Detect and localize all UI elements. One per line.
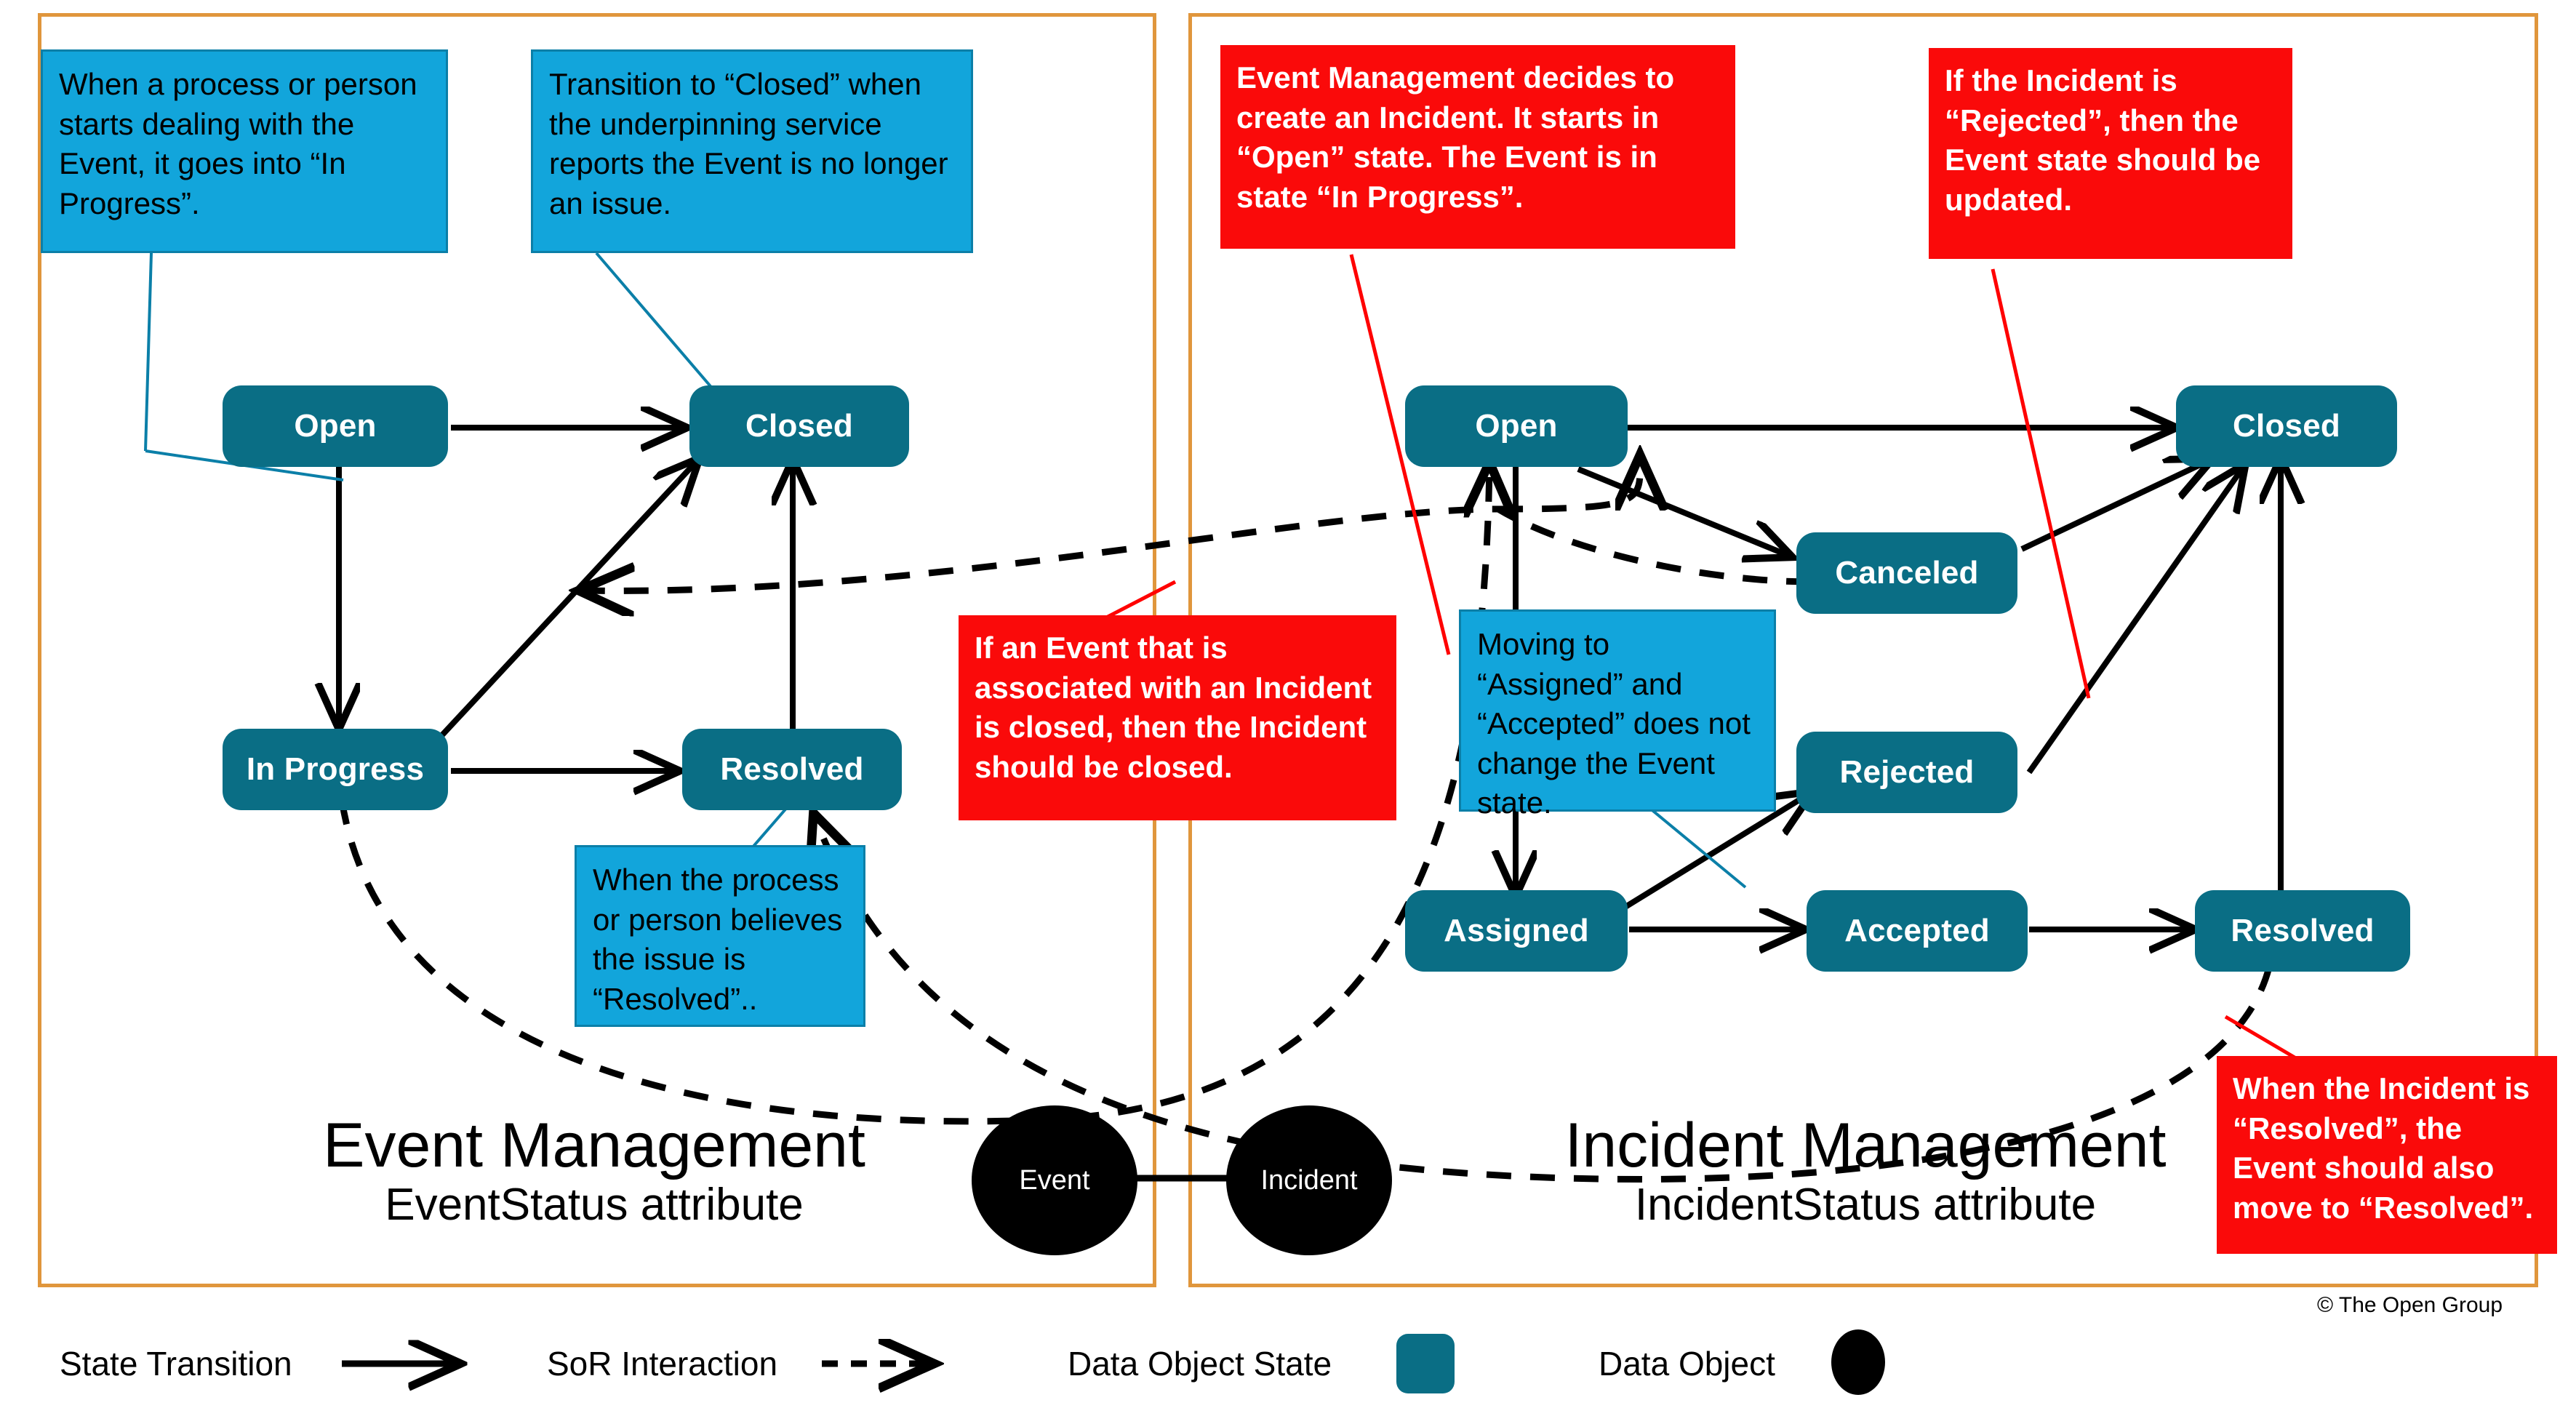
leader-ev-note-2	[595, 252, 729, 407]
leader-in-note-red-1	[1349, 254, 1451, 655]
state-label: Open	[294, 408, 377, 444]
state-label: Assigned	[1444, 913, 1589, 948]
transition-in-open-to-canceled	[1577, 466, 1791, 556]
transition-in-rejected-to-closed	[2026, 465, 2244, 775]
transition-in-canceled-to-closed	[2020, 460, 2211, 552]
legend-item-sor-interaction: SoR Interaction	[547, 1344, 777, 1383]
data-object-incident[interactable]: Incident	[1226, 1105, 1392, 1255]
rounded-rect-icon	[1396, 1334, 1455, 1393]
leader-in-note-blue-1	[1644, 803, 1747, 889]
transition-in-assigned-to-rejected	[1620, 793, 1811, 912]
event-transitions	[339, 428, 793, 771]
callout-incident-note-red-4: When the Incident is “Resolved”, the Eve…	[2217, 1056, 2557, 1254]
legend-label-text: Data Object State	[1068, 1345, 1332, 1383]
data-object-label: Incident	[1260, 1164, 1358, 1196]
state-event-in-progress[interactable]: In Progress	[223, 729, 448, 810]
callout-text: Event Management decides to create an In…	[1236, 60, 1675, 214]
state-label: Open	[1475, 408, 1558, 444]
sor-in-canceled-to-ev-closed	[582, 505, 1812, 591]
state-label: Closed	[745, 408, 853, 444]
callout-incident-note-red-1: Event Management decides to create an In…	[1220, 45, 1735, 249]
state-event-resolved[interactable]: Resolved	[682, 729, 902, 810]
callout-text: Transition to “Closed” when the underpin…	[549, 67, 948, 220]
state-event-closed[interactable]: Closed	[689, 385, 909, 467]
leader-in-note-red-4	[2224, 1015, 2301, 1063]
callout-event-note-3: When the process or person believes the …	[575, 845, 865, 1027]
legend-item-state-transition: State Transition	[60, 1344, 292, 1383]
state-incident-accepted[interactable]: Accepted	[1807, 890, 2028, 972]
legend-item-data-object: Data Object	[1599, 1344, 1775, 1383]
transition-ev-inprogress-to-closed	[427, 460, 698, 751]
page-title-event: Event Management	[323, 1111, 865, 1180]
sor-open-hook	[1497, 458, 1640, 513]
legend-label-text: Data Object	[1599, 1345, 1775, 1383]
state-label: Resolved	[720, 751, 864, 787]
state-label: Accepted	[1844, 913, 1990, 948]
callout-text: If the Incident is “Rejected”, then the …	[1945, 63, 2261, 217]
callout-incident-note-red-3: If an Event that is associated with an I…	[959, 615, 1396, 820]
callout-event-note-1: When a process or person starts dealing …	[41, 49, 448, 253]
incident-management-title-block: Incident Management IncidentStatus attri…	[1498, 1114, 2233, 1233]
page-subtitle-incident: IncidentStatus attribute	[1634, 1180, 2097, 1230]
state-label: Canceled	[1835, 555, 1979, 591]
legend-item-data-object-state: Data Object State	[1068, 1344, 1332, 1383]
data-object-label: Event	[1019, 1164, 1090, 1196]
state-incident-resolved[interactable]: Resolved	[2195, 890, 2410, 972]
state-label: Rejected	[1839, 754, 1975, 790]
state-event-open[interactable]: Open	[223, 385, 448, 467]
callout-text: If an Event that is associated with an I…	[975, 631, 1372, 784]
state-incident-assigned[interactable]: Assigned	[1405, 890, 1628, 972]
sor-in-resolved-to-ev-resolved	[815, 816, 2273, 1183]
leader-in-note-red-2	[1991, 268, 2091, 699]
leader-ev-note-1	[144, 252, 153, 452]
copyright-text: © The Open Group	[2317, 1293, 2503, 1317]
state-incident-rejected[interactable]: Rejected	[1796, 732, 2017, 813]
state-incident-closed[interactable]: Closed	[2176, 385, 2397, 467]
state-label: Closed	[2233, 408, 2340, 444]
state-label: Resolved	[2231, 913, 2375, 948]
callout-incident-note-blue-1: Moving to “Assigned” and “Accepted” does…	[1459, 609, 1776, 820]
page-subtitle-event: EventStatus attribute	[385, 1180, 804, 1230]
callout-text: When the Incident is “Resolved”, the Eve…	[2233, 1071, 2534, 1225]
sor-hook-to-in-open-top	[1497, 458, 1640, 513]
event-management-title-block: Event Management EventStatus attribute	[285, 1114, 903, 1233]
callout-text: When the process or person believes the …	[593, 863, 843, 1016]
callout-text: When a process or person starts dealing …	[59, 67, 417, 220]
callout-event-note-2: Transition to “Closed” when the underpin…	[531, 49, 973, 253]
state-incident-canceled[interactable]: Canceled	[1796, 532, 2017, 614]
data-object-event[interactable]: Event	[972, 1105, 1137, 1255]
state-label: In Progress	[246, 751, 425, 787]
filled-oval-icon	[1831, 1329, 1885, 1395]
callout-incident-note-red-2: If the Incident is “Rejected”, then the …	[1929, 48, 2292, 259]
copyright-notice: © The Open Group	[2317, 1293, 2503, 1318]
callout-text: Moving to “Assigned” and “Accepted” does…	[1477, 627, 1751, 820]
legend-label-text: State Transition	[60, 1345, 292, 1383]
state-incident-open[interactable]: Open	[1405, 385, 1628, 467]
incident-transitions	[1516, 428, 2281, 929]
legend-label-text: SoR Interaction	[547, 1345, 778, 1383]
page-title-incident: Incident Management	[1564, 1111, 2167, 1180]
